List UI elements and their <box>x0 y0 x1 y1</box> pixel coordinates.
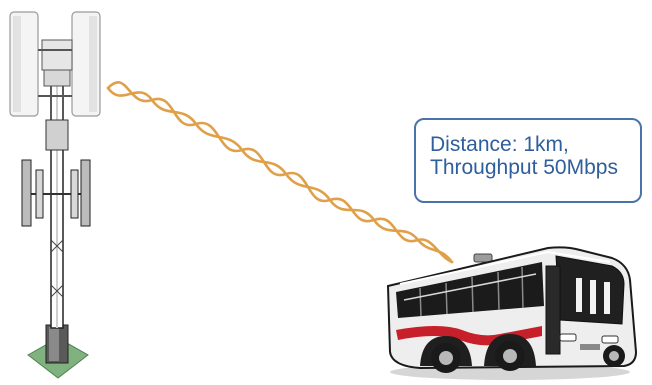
sector-antenna-icon <box>36 170 43 218</box>
cell-tower-icon <box>10 12 100 378</box>
signal-wave-a <box>108 82 452 262</box>
callout-throughput-text: Throughput 50Mbps <box>430 156 634 179</box>
sector-antenna-icon <box>71 170 78 218</box>
wireless-signal-icon <box>108 82 452 262</box>
bus-icon <box>388 247 636 380</box>
sector-antenna-icon <box>22 160 31 226</box>
sector-antenna-icon <box>81 160 90 226</box>
distance-throughput-callout: Distance: 1km, Throughput 50Mbps <box>414 118 642 203</box>
callout-distance-text: Distance: 1km, <box>430 133 634 156</box>
